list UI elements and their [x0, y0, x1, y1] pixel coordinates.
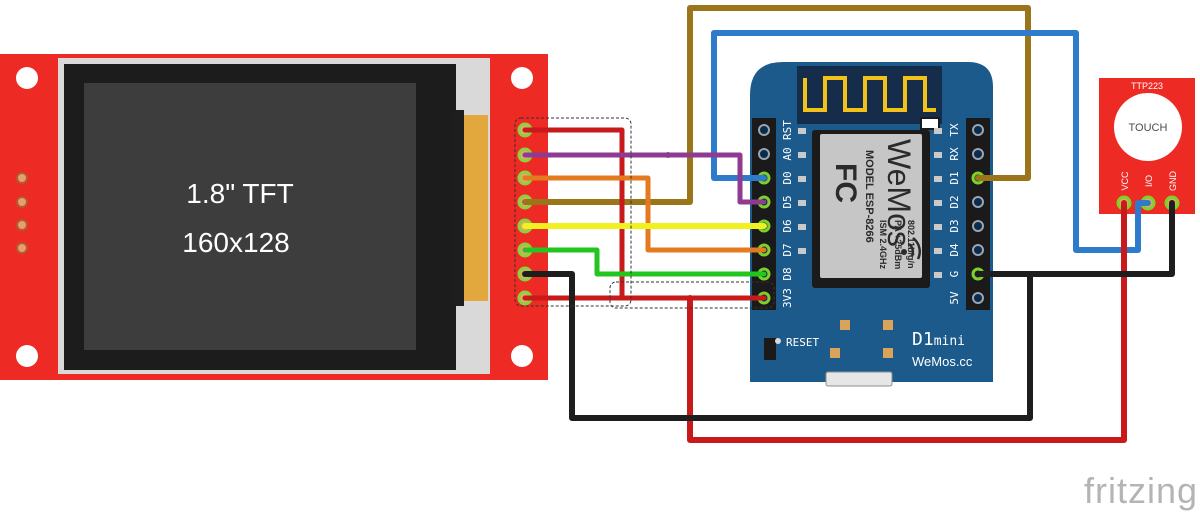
wire-purple — [522, 152, 767, 205]
esp-pa-line: PA +25dBm — [893, 220, 903, 269]
wemos-right-header — [966, 118, 990, 310]
pin-label-g: G — [948, 271, 961, 278]
pin-label-d5: D5 — [781, 195, 794, 208]
wires — [522, 5, 1175, 443]
tft-mount-hole-tl — [16, 67, 38, 89]
reset-pad — [775, 338, 781, 344]
wifi-icon — [901, 237, 921, 260]
wire-bend-purple — [665, 152, 671, 158]
pin-label-d3: D3 — [948, 219, 961, 232]
esp-shield — [820, 134, 922, 278]
tft-flex-frame — [452, 110, 464, 306]
pin-label-d0: D0 — [781, 171, 794, 184]
wire-black-tft-gnd — [522, 271, 1033, 421]
board-name: D1mini — [912, 329, 965, 350]
pin-label-d1: D1 — [948, 171, 961, 184]
wire-brown — [522, 5, 1031, 205]
wire-orange — [522, 175, 767, 253]
pin-label-rx: RX — [948, 147, 961, 161]
touch-pad-label: TOUCH — [1129, 122, 1168, 134]
touch-pin-labels: VCC I/O GND — [1120, 171, 1178, 192]
pin-label-d2: D2 — [948, 195, 961, 208]
pin-label-d7: D7 — [781, 243, 794, 256]
touch-pad — [1114, 93, 1182, 161]
wemos-left-pads — [798, 128, 806, 254]
wire-black-touch-gnd — [1027, 200, 1175, 277]
tft-mount-hole-tr — [511, 67, 533, 89]
wemos-left-header — [752, 118, 776, 310]
wire-red-vcc — [687, 200, 1127, 443]
usb-port — [825, 371, 893, 387]
reset-label: RESET — [786, 336, 819, 349]
tft-mount-hole-br — [511, 345, 533, 367]
touch-title: TTP223 — [1131, 81, 1163, 91]
pin-label-tx: TX — [948, 123, 961, 137]
pin-label-5v: 5V — [948, 291, 961, 305]
wemos-right-pads — [934, 128, 942, 278]
tft-display-module: 1.8" TFT 160x128 — [0, 54, 548, 380]
fritzing-watermark: fritzing — [1084, 470, 1198, 511]
wemos-right-pin-labels: TX RX D1 D2 D3 D4 G 5V — [948, 123, 961, 305]
tft-screen-line2: 160x128 — [182, 227, 289, 258]
esp-smd-led — [920, 117, 940, 130]
wemos-left-pin-labels: RST A0 D0 D5 D6 D7 D8 3V3 — [781, 120, 794, 308]
wemos-d1-mini: FC MODEL ESP-8266 WeMos ISM 2.4GHz PA +2… — [750, 62, 993, 387]
board-pad-2 — [883, 320, 893, 330]
selection-outlines — [514, 117, 775, 309]
esp-brand: WeMos — [881, 139, 917, 247]
pin-label-a0: A0 — [781, 147, 794, 160]
tft-mount-hole-bl — [16, 345, 38, 367]
esp-model-line: MODEL ESP-8266 — [863, 150, 875, 243]
board-pad-3 — [830, 348, 840, 358]
selection-box-2 — [609, 281, 775, 309]
pin-label-d6: D6 — [781, 219, 794, 232]
pin-label-3v3: 3V3 — [781, 288, 794, 308]
board-brand-url: WeMos.cc — [912, 354, 973, 369]
wemos-antenna-trace — [803, 76, 936, 112]
wire-green — [522, 247, 767, 277]
esp-fc-mark: FC — [829, 163, 862, 203]
touch-pin-label-gnd: GND — [1168, 171, 1178, 192]
pin-label-d4: D4 — [948, 243, 961, 257]
tft-screen-line1: 1.8" TFT — [186, 178, 293, 209]
esp-ism-line: ISM 2.4GHz — [878, 220, 888, 270]
selection-box-1 — [514, 117, 632, 307]
touch-pin-label-io: I/O — [1144, 175, 1154, 187]
touch-sensor-module: TTP223 TOUCH VCC I/O GND — [1099, 78, 1195, 214]
board-pad-4 — [883, 348, 893, 358]
reset-button — [764, 338, 776, 360]
wemos-antenna-zone — [797, 66, 942, 124]
touch-pin-label-vcc: VCC — [1120, 171, 1130, 191]
pin-label-rst: RST — [781, 120, 794, 140]
board-pad-1 — [840, 320, 850, 330]
pin-label-d8: D8 — [781, 267, 794, 280]
tft-screen — [84, 83, 416, 350]
tft-sd-pads — [16, 172, 28, 254]
